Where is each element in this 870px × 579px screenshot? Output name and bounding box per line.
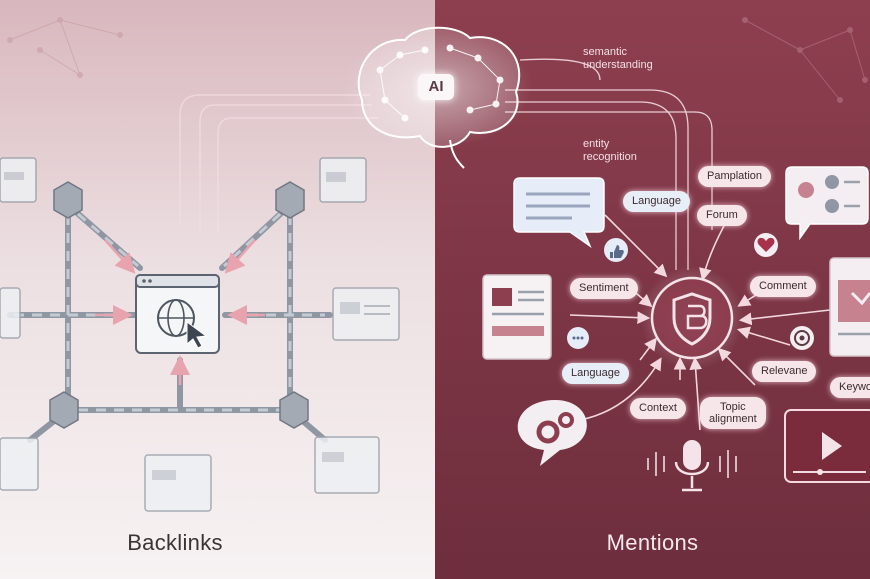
gears-bubble-icon — [517, 400, 587, 466]
satellite-pages — [0, 157, 400, 512]
backlink-arrows — [95, 239, 265, 385]
document-icon — [482, 274, 552, 360]
chip-pamplation: Pamplation — [698, 166, 772, 187]
semantic-line-2: understanding — [583, 59, 653, 71]
brand-shield-icon — [640, 266, 744, 370]
heart-icon — [754, 233, 778, 257]
chat-bubble-icon — [513, 177, 605, 249]
target-icon — [790, 326, 814, 350]
chip-topic-alignment: Topic alignment — [700, 397, 766, 429]
chain-lock-blocks — [49, 181, 309, 429]
language-bubble-icon — [567, 327, 589, 349]
entity-line-2: recognition — [583, 151, 637, 163]
semantic-line-1: semantic — [583, 46, 628, 58]
chip-keyword: Keywo — [830, 377, 870, 398]
chip-language-top: Language — [623, 191, 690, 212]
entity-recognition-note: entity recognition — [583, 138, 637, 164]
chip-forum: Forum — [697, 205, 747, 226]
entity-line-1: entity — [583, 138, 610, 150]
network-decoration-right — [742, 17, 868, 103]
network-decoration-left — [7, 17, 123, 78]
microphone-icon — [647, 440, 737, 492]
chip-sentiment: Sentiment — [570, 278, 638, 299]
topic-line-2: alignment — [709, 413, 757, 425]
semantic-understanding-note: semantic understanding — [583, 46, 653, 72]
social-post-card — [829, 257, 870, 357]
chip-context: Context — [630, 398, 686, 419]
topic-line-1: Topic — [720, 401, 746, 413]
chip-comment: Comment — [750, 276, 816, 297]
chip-language-bottom: Language — [562, 363, 629, 384]
central-website-icon — [135, 274, 220, 354]
user-profiles-bubble-icon — [785, 166, 869, 241]
mentions-title: Mentions — [606, 530, 699, 555]
backlinks-title: Backlinks — [127, 530, 223, 555]
video-player-icon — [784, 409, 870, 483]
brain-connector-lines — [179, 58, 713, 270]
ai-label: AI — [418, 74, 454, 100]
thumbs-up-icon — [604, 238, 628, 262]
chip-relevane: Relevane — [752, 361, 817, 382]
